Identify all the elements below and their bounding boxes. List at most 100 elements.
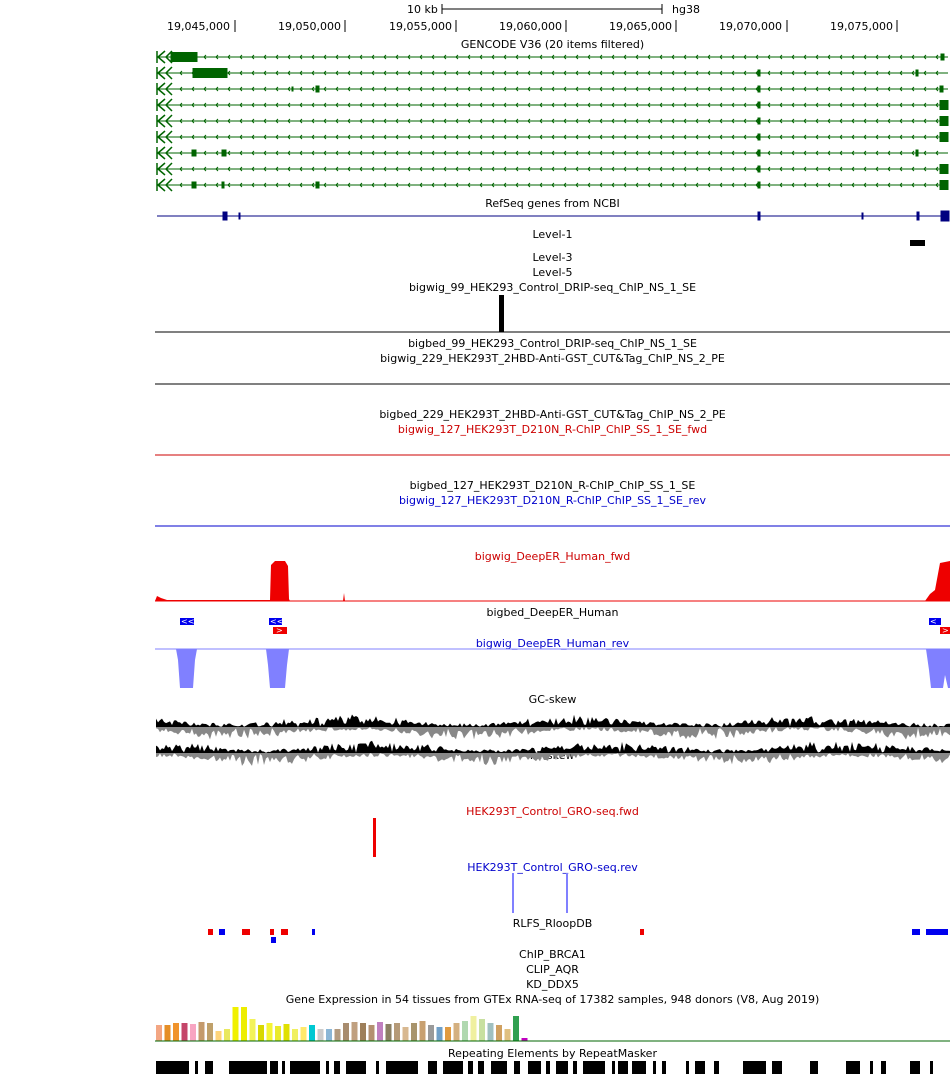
strand-arrow <box>443 102 447 108</box>
track-label-deeper-bed[interactable]: bigbed_DeepER_Human <box>486 606 619 619</box>
gtex-tissue-bar <box>232 1007 239 1041</box>
strand-arrow <box>755 70 759 76</box>
strand-arrow <box>851 86 855 92</box>
strand-arrow <box>827 118 831 124</box>
strand-arrow <box>647 86 651 92</box>
track-label-bb229[interactable]: bigbed_229_HEK293T_2HBD-Anti-GST_CUT&Tag… <box>379 408 726 421</box>
strand-arrow <box>623 118 627 124</box>
strand-arrow <box>359 54 363 60</box>
strand-arrow <box>731 118 735 124</box>
track-label-deeper-rev[interactable]: bigwig_DeepER_Human_rev <box>475 637 630 650</box>
strand-arrow <box>383 182 387 188</box>
svg-text:<<: << <box>181 617 194 626</box>
track-label-level5[interactable]: Level-5 <box>532 266 573 279</box>
strand-arrow <box>707 54 711 60</box>
strand-arrow <box>707 134 711 140</box>
track-label-deeper-fwd[interactable]: bigwig_DeepER_Human_fwd <box>474 550 631 563</box>
strand-arrow <box>515 182 519 188</box>
strand-arrow <box>431 86 435 92</box>
strand-arrow <box>851 134 855 140</box>
strand-arrow <box>311 70 315 76</box>
repeat-block <box>386 1061 418 1074</box>
strand-arrow <box>383 70 387 76</box>
track-label-rlfs[interactable]: RLFS_RloopDB <box>512 917 593 930</box>
exon-block <box>939 85 944 93</box>
strand-arrow <box>311 134 315 140</box>
strand-arrow <box>731 182 735 188</box>
exon-block <box>221 149 227 157</box>
track-label-gc-skew[interactable]: GC-skew <box>528 693 577 706</box>
track-label-bw99[interactable]: bigwig_99_HEK293_Control_DRIP-seq_ChIP_N… <box>408 281 697 294</box>
strand-arrow <box>347 166 351 172</box>
exon-block <box>170 52 198 62</box>
track-label-bw127-fwd[interactable]: bigwig_127_HEK293T_D210N_R-ChIP_ChIP_SS_… <box>397 423 708 436</box>
track-label-level3[interactable]: Level-3 <box>532 251 573 264</box>
strand-arrow <box>647 166 651 172</box>
track-label-aqr[interactable]: CLIP_AQR <box>526 963 579 976</box>
strand-arrow <box>851 102 855 108</box>
gtex-tissue-bar <box>190 1024 196 1041</box>
strand-arrow <box>743 118 747 124</box>
gtex-tissue-bar <box>385 1024 392 1041</box>
strand-arrow <box>839 54 843 60</box>
strand-arrow <box>731 134 735 140</box>
track-label-rmsk[interactable]: Repeating Elements by RepeatMasker <box>448 1047 657 1060</box>
strand-arrow <box>179 118 183 124</box>
strand-arrow <box>203 86 207 92</box>
strand-arrow <box>635 54 639 60</box>
track-label-bb99[interactable]: bigbed_99_HEK293_Control_DRIP-seq_ChIP_N… <box>408 337 697 350</box>
exon-block <box>291 86 294 92</box>
track-label-brca1[interactable]: ChIP_BRCA1 <box>519 948 586 961</box>
track-label-gencode[interactable]: GENCODE V36 (20 items filtered) <box>460 38 645 51</box>
strand-arrow <box>791 102 795 108</box>
strand-arrow <box>359 150 363 156</box>
strand-arrow <box>359 70 363 76</box>
transcript-start-marker <box>156 178 173 192</box>
strand-arrow <box>587 86 591 92</box>
strand-arrow <box>179 86 183 92</box>
strand-arrow <box>899 102 903 108</box>
strand-arrow <box>671 54 675 60</box>
repeat-block <box>195 1061 198 1074</box>
strand-arrow <box>215 102 219 108</box>
strand-arrow <box>839 166 843 172</box>
level1-feature <box>910 240 925 246</box>
strand-arrow <box>527 150 531 156</box>
strand-arrow <box>659 86 663 92</box>
strand-arrow <box>755 118 759 124</box>
strand-arrow <box>599 166 603 172</box>
track-label-level1[interactable]: Level-1 <box>532 228 573 241</box>
strand-arrow <box>335 150 339 156</box>
strand-arrow <box>203 134 207 140</box>
strand-arrow <box>647 102 651 108</box>
strand-arrow <box>287 102 291 108</box>
gtex-tissue-bar <box>521 1038 528 1041</box>
repeat-block <box>930 1061 933 1074</box>
track-label-gro-fwd[interactable]: HEK293T_Control_GRO-seq.fwd <box>466 805 639 818</box>
strand-arrow <box>191 102 195 108</box>
strand-arrow <box>551 134 555 140</box>
track-label-bw229[interactable]: bigwig_229_HEK293T_2HBD-Anti-GST_CUT&Tag… <box>380 352 725 365</box>
skew-negative <box>156 753 950 766</box>
strand-arrow <box>683 166 687 172</box>
track-label-ddx5[interactable]: KD_DDX5 <box>526 978 579 991</box>
track-label-gro-rev[interactable]: HEK293T_Control_GRO-seq.rev <box>467 861 638 874</box>
track-label-refseq[interactable]: RefSeq genes from NCBI <box>485 197 620 210</box>
strand-arrow <box>491 102 495 108</box>
strand-arrow <box>359 102 363 108</box>
track-label-bw127-rev[interactable]: bigwig_127_HEK293T_D210N_R-ChIP_ChIP_SS_… <box>398 494 707 507</box>
track-label-bb127[interactable]: bigbed_127_HEK293T_D210N_R-ChIP_ChIP_SS_… <box>409 479 696 492</box>
gtex-tissue-bar <box>181 1023 188 1041</box>
strand-arrow <box>851 182 855 188</box>
exon-block <box>939 116 949 126</box>
strand-arrow <box>563 150 567 156</box>
strand-arrow <box>227 86 231 92</box>
gtex-tissue-bar <box>504 1029 511 1041</box>
strand-arrow <box>203 182 207 188</box>
strand-arrow <box>671 118 675 124</box>
strand-arrow <box>299 182 303 188</box>
repeat-block <box>573 1061 577 1074</box>
exon-block <box>757 133 761 141</box>
track-label-gtex[interactable]: Gene Expression in 54 tissues from GTEx … <box>285 993 820 1006</box>
